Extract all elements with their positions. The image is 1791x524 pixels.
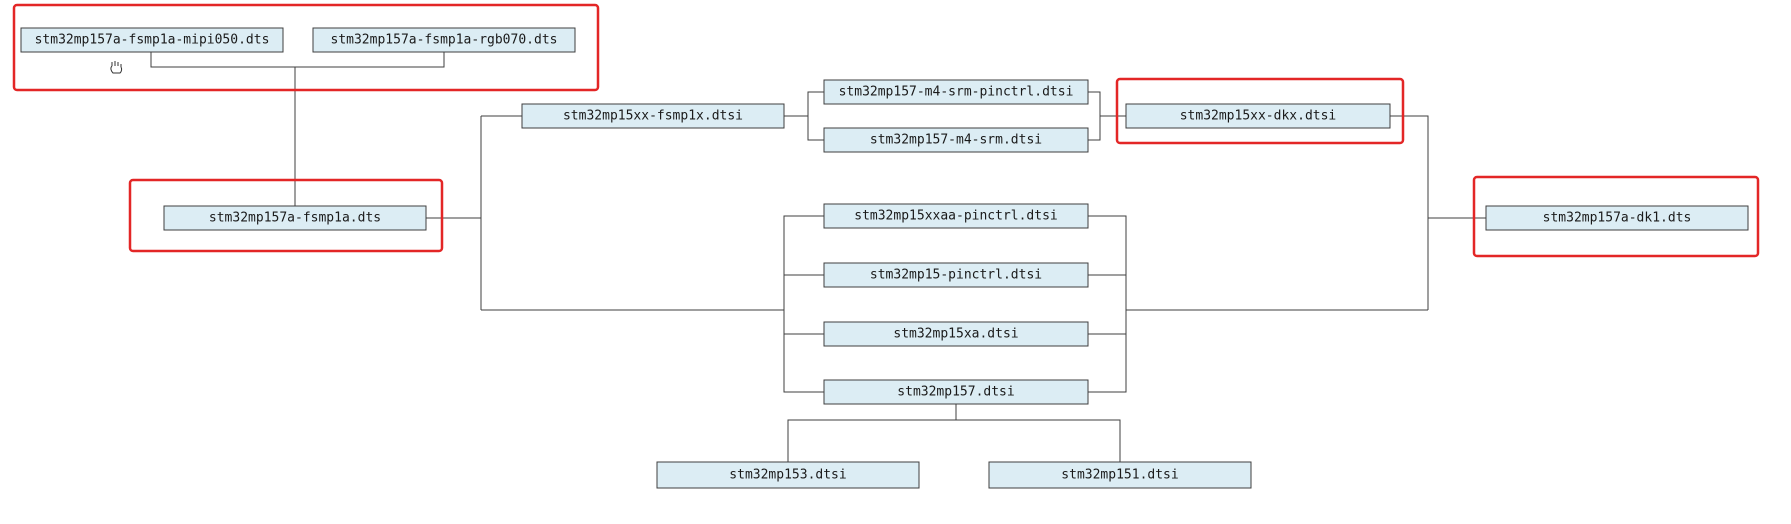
- node-label-m4pinctrl: stm32mp157-m4-srm-pinctrl.dtsi: [839, 85, 1074, 100]
- node-label-m4srm: stm32mp157-m4-srm.dtsi: [870, 133, 1042, 148]
- edge-group-left-bracket: [783, 215, 824, 393]
- node-pinctrl[interactable]: stm32mp15-pinctrl.dtsi: [823, 262, 1089, 288]
- node-dkx[interactable]: stm32mp15xx-dkx.dtsi: [1125, 103, 1391, 129]
- node-label-mp151: stm32mp151.dtsi: [1061, 468, 1178, 483]
- node-mp151[interactable]: stm32mp151.dtsi: [988, 461, 1252, 489]
- node-box: [823, 262, 1089, 288]
- node-label-xa: stm32mp15xa.dtsi: [893, 327, 1018, 342]
- node-box: [823, 127, 1089, 153]
- highlight-frames: [12, 3, 1760, 258]
- node-label-dkx: stm32mp15xx-dkx.dtsi: [1180, 109, 1337, 124]
- node-box: [521, 103, 785, 129]
- node-rgb[interactable]: stm32mp157a-fsmp1a-rgb070.dts: [312, 27, 576, 53]
- edge-group-right-bracket: [1088, 215, 1127, 393]
- node-label-mp157: stm32mp157.dtsi: [897, 385, 1014, 400]
- node-fsmp1a[interactable]: stm32mp157a-fsmp1a.dts: [163, 205, 427, 231]
- node-box: [163, 205, 427, 231]
- node-label-mipi: stm32mp157a-fsmp1a-mipi050.dts: [35, 33, 270, 48]
- node-box: [823, 203, 1089, 229]
- node-box: [312, 27, 576, 53]
- highlight-dkx: [1115, 77, 1405, 145]
- highlight-dk1: [1472, 175, 1760, 258]
- node-box: [656, 461, 920, 489]
- node-box: [823, 321, 1089, 347]
- node-dk1[interactable]: stm32mp157a-dk1.dts: [1485, 205, 1749, 231]
- edge-m4-right-bracket: [1088, 91, 1101, 141]
- node-box: [988, 461, 1252, 489]
- node-xa[interactable]: stm32mp15xa.dtsi: [823, 321, 1089, 347]
- node-box: [20, 27, 284, 53]
- node-box: [823, 379, 1089, 405]
- node-m4srm[interactable]: stm32mp157-m4-srm.dtsi: [823, 127, 1089, 153]
- node-fsmp1x[interactable]: stm32mp15xx-fsmp1x.dtsi: [521, 103, 785, 129]
- edge-mipi-rgb-merge: [150, 52, 445, 68]
- hand-cursor-icon: [110, 61, 123, 74]
- node-mp157[interactable]: stm32mp157.dtsi: [823, 379, 1089, 405]
- node-label-rgb: stm32mp157a-fsmp1a-rgb070.dts: [331, 33, 558, 48]
- node-mp153[interactable]: stm32mp153.dtsi: [656, 461, 920, 489]
- edge-dkx-out: [1390, 115, 1429, 310]
- node-mipi[interactable]: stm32mp157a-fsmp1a-mipi050.dts: [20, 27, 284, 53]
- highlight-top-boards: [12, 3, 600, 92]
- highlight-fsmp1a: [128, 178, 444, 253]
- node-xxaa[interactable]: stm32mp15xxaa-pinctrl.dtsi: [823, 203, 1089, 229]
- edge-mp157-split: [787, 419, 1121, 462]
- node-label-pinctrl: stm32mp15-pinctrl.dtsi: [870, 268, 1042, 283]
- node-label-fsmp1x: stm32mp15xx-fsmp1x.dtsi: [563, 109, 743, 124]
- node-box: [1125, 103, 1391, 129]
- node-label-fsmp1a: stm32mp157a-fsmp1a.dts: [209, 211, 381, 226]
- node-box: [823, 79, 1089, 105]
- node-label-mp153: stm32mp153.dtsi: [729, 468, 846, 483]
- node-box: [1485, 205, 1749, 231]
- node-m4pinctrl[interactable]: stm32mp157-m4-srm-pinctrl.dtsi: [823, 79, 1089, 105]
- node-label-dk1: stm32mp157a-dk1.dts: [1543, 211, 1692, 226]
- edge-m4-bracket: [807, 91, 824, 141]
- node-label-xxaa: stm32mp15xxaa-pinctrl.dtsi: [854, 209, 1058, 224]
